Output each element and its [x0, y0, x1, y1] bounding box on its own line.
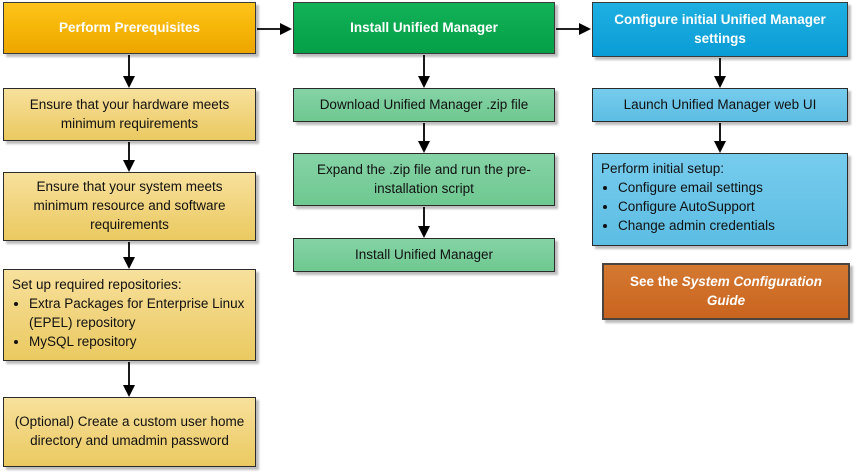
repositories-title: Set up required repositories:: [12, 277, 182, 292]
initial-setup-title: Perform initial setup:: [601, 161, 725, 176]
system-requirements-box: Ensure that your system meets minimum re…: [3, 172, 256, 241]
initial-setup-box: Perform initial setup: Configure email s…: [592, 153, 848, 246]
repository-item-epel: Extra Packages for Enterprise Linux (EPE…: [29, 295, 247, 333]
arrow-install-1: [418, 55, 430, 88]
repositories-list: Extra Packages for Enterprise Linux (EPE…: [12, 295, 247, 352]
setup-item-autosupport: Configure AutoSupport: [618, 198, 775, 217]
arrow-prereq-to-install: [257, 23, 292, 35]
config-guide-prefix: See the: [629, 273, 682, 289]
arrow-configure-1: [714, 58, 726, 88]
prerequisites-header: Perform Prerequisites: [3, 2, 256, 54]
expand-zip-box: Expand the .zip file and run the pre-ins…: [293, 153, 555, 206]
config-guide-title: System Configuration Guide: [681, 273, 823, 308]
setup-item-email: Configure email settings: [618, 179, 775, 198]
arrow-prereq-2: [123, 142, 135, 172]
arrow-prereq-4: [123, 362, 135, 397]
arrow-install-to-configure: [556, 23, 591, 35]
arrow-prereq-1: [123, 55, 135, 88]
install-header: Install Unified Manager: [293, 2, 555, 54]
launch-webui-box: Launch Unified Manager web UI: [592, 88, 848, 122]
optional-user-box: (Optional) Create a custom user home dir…: [3, 397, 256, 467]
repositories-box: Set up required repositories: Extra Pack…: [3, 269, 256, 361]
configure-header: Configure initial Unified Manager settin…: [592, 2, 848, 57]
download-zip-box: Download Unified Manager .zip file: [293, 88, 555, 122]
config-guide-text: See the System Configuration Guide: [612, 273, 840, 311]
hardware-requirements-box: Ensure that your hardware meets minimum …: [3, 88, 256, 141]
arrow-configure-2: [714, 123, 726, 153]
install-um-box: Install Unified Manager: [293, 238, 555, 272]
setup-item-credentials: Change admin credentials: [618, 217, 775, 236]
repository-item-mysql: MySQL repository: [29, 333, 247, 352]
config-guide-note: See the System Configuration Guide: [602, 263, 850, 320]
arrow-install-2: [418, 123, 430, 153]
initial-setup-list: Configure email settings Configure AutoS…: [601, 179, 775, 236]
arrow-install-3: [418, 207, 430, 238]
arrow-prereq-3: [123, 242, 135, 269]
